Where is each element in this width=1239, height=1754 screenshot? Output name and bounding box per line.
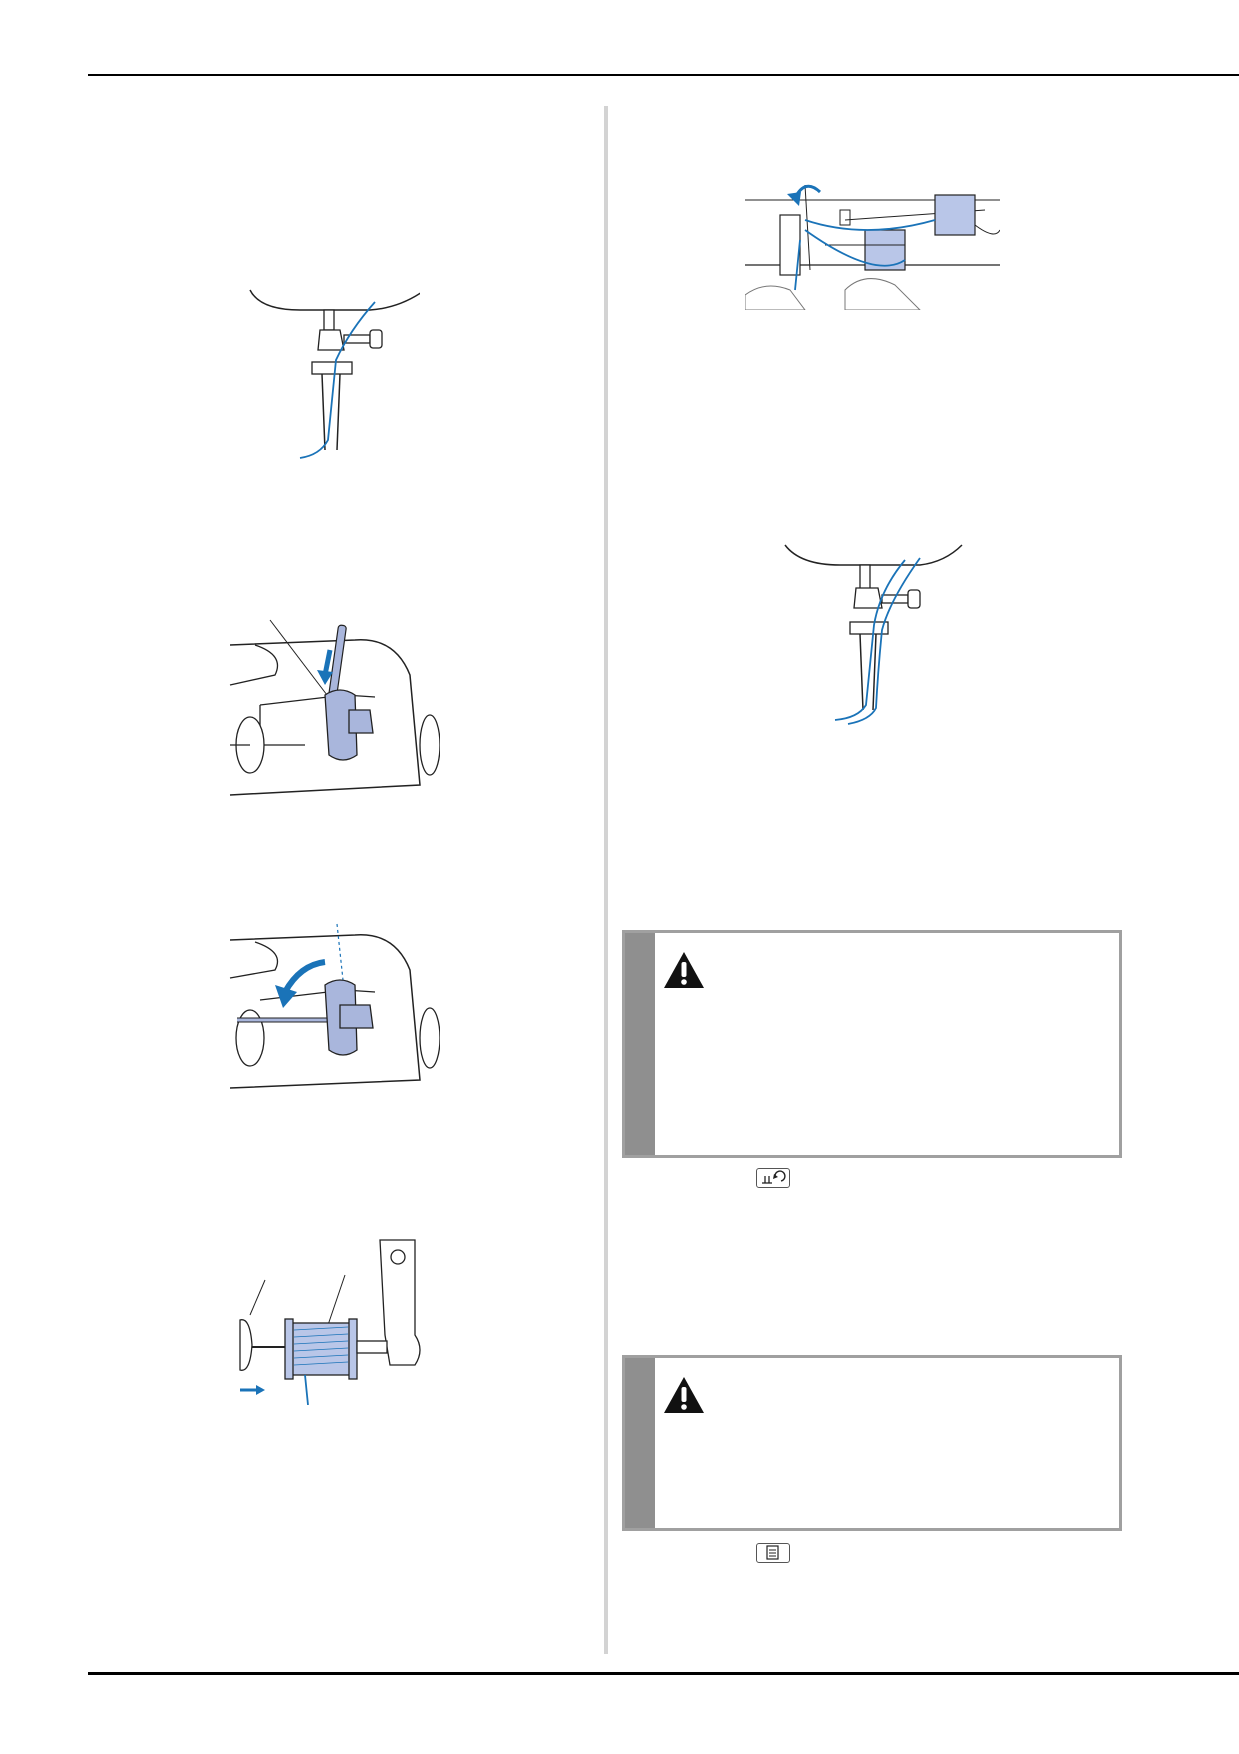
figure-spool-pin-raise xyxy=(229,619,440,796)
header-rule xyxy=(88,74,1239,76)
caution-box-2 xyxy=(622,1355,1122,1531)
caution-band xyxy=(625,1358,655,1528)
figure-spool-and-cap xyxy=(239,1239,421,1405)
column-divider xyxy=(604,106,608,1654)
presser-foot-needle-key-icon[interactable] xyxy=(756,1168,790,1188)
figure-second-thread-path xyxy=(745,184,1000,310)
figure-twin-needle-threaded xyxy=(249,289,420,459)
footer-rule xyxy=(88,1672,1239,1675)
figure-spool-pin-horizontal xyxy=(229,923,440,1089)
settings-key-icon[interactable] xyxy=(756,1543,790,1563)
caution-band xyxy=(625,933,655,1155)
warning-triangle-icon xyxy=(664,952,704,988)
figure-twin-needle-both-threads xyxy=(784,544,963,725)
caution-box-1 xyxy=(622,930,1122,1158)
warning-triangle-icon xyxy=(664,1377,704,1413)
